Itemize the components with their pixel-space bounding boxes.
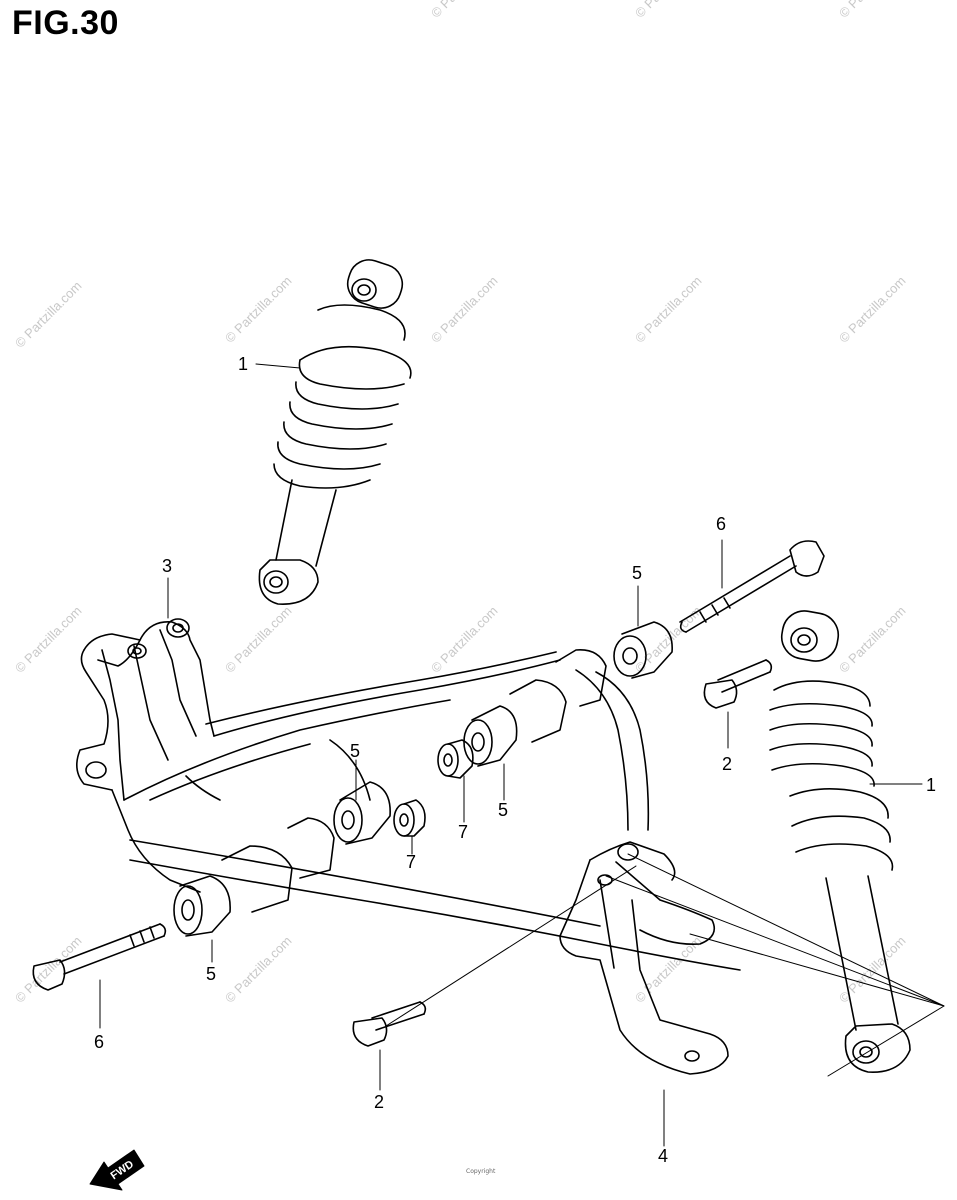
leader-lines [99,363,945,1147]
shock-absorber-left [258,259,412,605]
bolt-2-upper [703,659,773,709]
bolt-6-lower [32,923,167,991]
washer-7-b [393,799,426,837]
callout-bolt-2-lower: 2 [374,1092,384,1112]
callout-bolt-6-lower: 6 [94,1032,104,1052]
callout-bolt-2-upper: 2 [722,754,732,774]
copyright-note: Copyright [466,1168,496,1175]
callout-washer-b: 7 [406,852,416,872]
callout-bushing-c: 5 [350,741,360,761]
figure-title: FIG.30 [12,4,119,42]
callout-bracket-right: 4 [658,1146,668,1166]
bushing-5-a [613,621,673,679]
bolt-6-upper [679,540,825,633]
bolt-2-lower [352,1001,427,1047]
callout-shock-left: 1 [238,354,248,374]
callout-shock-right: 1 [926,775,936,795]
bushing-5-b [463,705,518,767]
fwd-arrow-icon: FWD [89,1149,145,1191]
bushing-5-d [173,875,231,937]
callout-bushing-b: 5 [498,800,508,820]
callout-bushing-a: 5 [632,563,642,583]
shock-absorber-right [769,610,911,1073]
callout-bracket-left: 3 [162,556,172,576]
washer-7-a [437,739,474,779]
callout-bolt-6-upper: 6 [716,514,726,534]
callout-washer-a: 7 [458,822,468,842]
frame-assembly [76,618,741,1075]
callout-bushing-d: 5 [206,964,216,984]
bushing-5-c [333,781,391,845]
